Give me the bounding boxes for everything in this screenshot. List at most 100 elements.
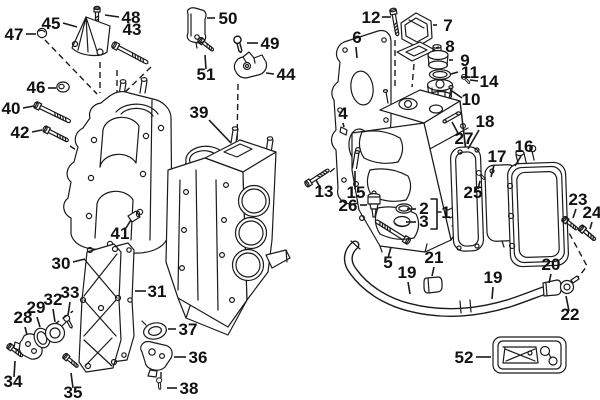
leader-line-51 [204,54,207,70]
part-hose-end-20 [542,279,562,297]
callout-16-36: 16 [515,137,534,156]
callout-43-3: 43 [123,20,142,39]
callout-1-43: 1 [441,203,450,222]
part-oring-11 [428,69,452,80]
callout-24-51: 24 [583,203,600,222]
callout-12-26: 12 [362,8,381,27]
callout-8-28: 8 [445,37,454,56]
callout-22-49: 22 [561,305,580,324]
part-bracket-44 [233,51,268,79]
leader-line-6 [355,46,358,59]
part-clamp-22 [559,275,580,295]
callout-11-30: 11 [461,63,479,82]
leader-line-41 [125,219,132,229]
callout-18-34: 18 [476,112,495,131]
callout-19-46: 19 [398,263,417,282]
part-crankcase-left [63,77,173,254]
callout-29-17: 29 [27,298,46,317]
leader-line-42 [31,129,43,133]
callout-21-45: 21 [425,248,444,267]
callout-38-23: 38 [180,379,199,398]
callout-3-42: 3 [419,212,428,231]
callout-14-31: 14 [480,72,499,91]
callout-41-12: 41 [111,224,130,243]
callout-31-14: 31 [148,282,167,301]
leader-line-40 [22,105,35,109]
leader-line-34 [13,360,16,378]
part-decal-52 [492,336,567,374]
callout-layer: 4547484350514944394640424130313332292834… [2,8,600,400]
callout-39-8: 39 [190,103,209,122]
part-gasket-8 [396,41,436,62]
part-oring-2 [395,203,413,214]
part-thermostat-9 [427,44,449,70]
callout-30-13: 30 [52,254,71,273]
callout-15-39: 15 [347,183,366,202]
leader-line-29 [36,316,41,328]
part-bolt-42 [41,124,71,145]
callout-26-40: 26 [339,196,358,215]
part-screw-49 [232,34,246,55]
callout-10-32: 10 [462,90,481,109]
leader-line-28 [24,326,28,336]
leader-line-11 [450,71,459,75]
callout-34-19: 34 [4,372,23,391]
callout-45-0: 45 [42,14,61,33]
leader-line-19 [491,286,494,300]
part-cap-10 [426,78,454,102]
part-housing-36 [140,341,173,378]
callout-36-22: 36 [189,348,208,367]
callout-9-29: 9 [460,51,469,70]
part-bolt-35 [61,352,81,370]
leader-line-23 [572,208,577,219]
part-bolt-24 [576,223,598,244]
part-pin-27 [442,111,462,124]
leader-line-20 [548,273,552,284]
leader-line-8 [435,46,440,49]
part-pin-15 [351,150,360,170]
callout-37-21: 37 [179,320,198,339]
part-head-cover-16 [506,145,569,268]
callout-44-7: 44 [277,65,296,84]
callout-23-50: 23 [569,190,588,209]
part-thermostat-cover-7 [400,12,433,48]
callout-32-16: 32 [44,290,63,309]
callout-48-2: 48 [122,8,141,27]
part-plug-46 [56,81,70,93]
callout-40-10: 40 [2,99,21,118]
part-mount-bracket-45 [71,16,111,57]
leader-line-25 [477,180,481,190]
leader-line-35 [70,372,74,389]
callout-19-47: 19 [484,268,503,287]
callout-42-11: 42 [11,123,30,142]
callout-6-24: 6 [352,28,361,47]
callout-51-5: 51 [197,65,216,84]
leader-line-19 [407,281,411,295]
leader-line-45 [62,22,78,28]
leader-line-4 [342,122,345,128]
leader-line-39 [208,119,232,144]
part-cover-37 [141,320,167,340]
leader-line-13 [315,179,322,190]
callout-4-25: 4 [338,104,348,123]
callout-46-9: 46 [27,78,46,97]
part-gasket-18 [449,146,485,252]
leader-line-24 [589,221,593,230]
part-screw-38 [155,376,163,391]
callout-25-37: 25 [464,183,483,202]
leader-line-18 [467,129,480,150]
part-rubber-mount-50 [186,7,207,49]
leader-line-16 [514,155,522,167]
leader-line-33 [67,301,71,316]
leader-line-27 [451,121,460,136]
callout-33-15: 33 [61,283,80,302]
callout-17-35: 17 [488,147,507,166]
part-screw-33 [62,313,76,331]
callout-7-27: 7 [443,16,452,35]
leader-line-5 [387,246,392,259]
callout-5-44: 5 [383,253,392,272]
leader-line-44 [265,72,275,75]
callout-35-20: 35 [64,383,83,400]
leader-line-17 [490,164,495,178]
